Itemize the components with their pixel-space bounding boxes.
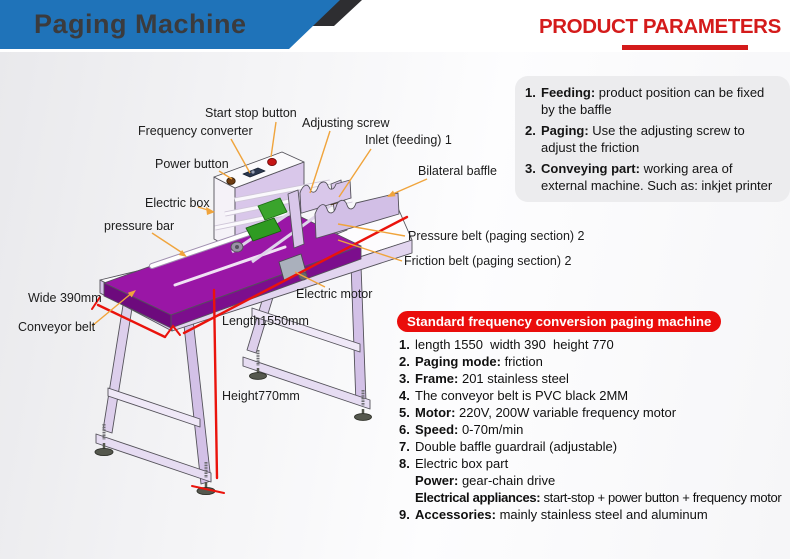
spec-row: 8.Electric box part [399,456,509,471]
label-height-dimension: Height770mm [222,389,300,403]
adjustable-foot [94,447,114,457]
section-title: PRODUCT PARAMETERS [539,15,781,38]
spec-row: 1.length 1550 width 390 height 770 [399,337,614,352]
label-adjusting-screw: Adjusting screw [302,116,390,130]
feature-item: 1. Feeding: product position can be fixe… [525,85,778,118]
label-start-stop-button: Start stop button [205,106,297,120]
adjustable-foot [249,372,267,380]
adjustable-foot [354,413,372,421]
feature-item: 2. Paging: Use the adjusting screw to ad… [525,123,778,156]
feature-text: Paging: Use the adjusting screw to adjus… [541,123,745,155]
label-bilateral-baffle: Bilateral baffle [418,164,497,178]
label-conveyor-belt: Conveyor belt [18,320,96,334]
label-electric-box: Electric box [145,196,210,210]
spec-row: 5.Motor: 220V, 200W variable frequency m… [399,405,677,420]
spec-row: 4.The conveyor belt is PVC black 2MM [399,388,629,403]
spec-row: 9.Accessories: mainly stainless steel an… [399,507,708,522]
label-pressure-belt: Pressure belt (paging section) 2 [408,229,585,243]
feature-number: 2. [525,123,536,138]
features-panel: 1. Feeding: product position can be fixe… [515,76,790,202]
specs-banner: Standard frequency conversion paging mac… [397,311,722,332]
feature-number: 1. [525,85,536,100]
feature-text: Feeding: product position can be fixed b… [541,85,765,117]
spec-row: 7.Double baffle guardrail (adjustable) [399,439,618,454]
height-dimension-line [212,288,219,480]
label-length-dimension: Length1550mm [222,314,309,328]
spec-row: 3.Frame: 201 stainless steel [399,371,569,386]
page-title: Paging Machine [34,9,247,39]
feature-number: 3. [525,161,536,176]
start-stop-button-shape [267,157,277,167]
width-dimension-line [96,303,167,339]
spec-row: Power: gear-chain drive [415,473,556,488]
title-banner [0,0,340,49]
friction-belt-shape [257,197,288,221]
left-leg-assembly [94,298,216,496]
friction-belt-shape [245,217,282,242]
spec-row: Electrical appliances: start-stop + powe… [415,490,782,505]
feature-item: 3. Conveying part: working area of exter… [525,161,778,194]
section-title-underline [622,45,748,50]
leader-lines [91,121,428,327]
length-dimension-line [182,215,409,335]
label-friction-belt: Friction belt (paging section) 2 [404,254,572,268]
belt-slot [173,245,287,287]
label-inlet-feeding: Inlet (feeding) 1 [365,133,452,147]
label-wide-dimension: Wide 390mm [28,291,102,305]
bilateral-baffle-shape [299,179,400,239]
label-pressure-bar: pressure bar [104,219,175,233]
spec-row: 6.Speed: 0-70m/min [399,422,524,437]
label-electric-motor: Electric motor [296,287,373,301]
label-frequency-converter: Frequency converter [138,124,253,138]
feature-text: Conveying part: working area of external… [541,161,773,193]
dimension-lines [91,215,409,494]
specs-list: 1.length 1550 width 390 height 770 2.Pag… [399,336,790,523]
spec-row: 2.Paging mode: friction [399,354,543,369]
label-power-button: Power button [155,157,229,171]
